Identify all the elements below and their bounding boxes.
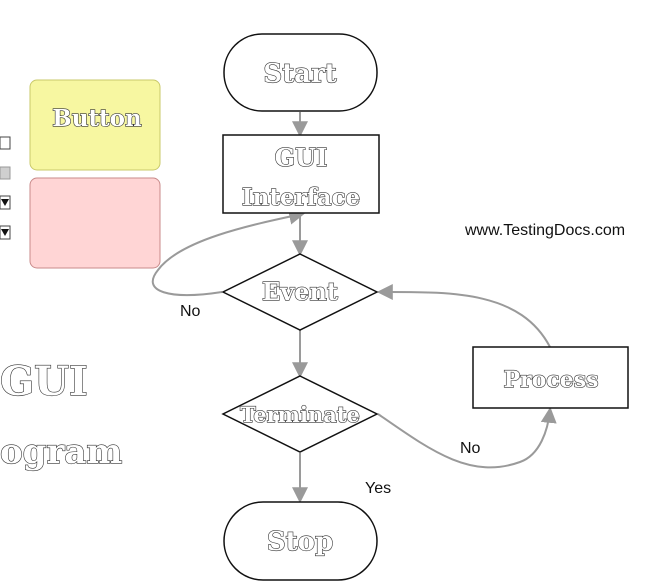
edge-label-no-terminate: No: [460, 440, 481, 457]
title-line-1: GUI: [0, 358, 88, 405]
process-node: Process: [472, 346, 629, 409]
dropdown-arrow-2[interactable]: [0, 225, 11, 240]
left-partial-controls: [0, 136, 11, 240]
gui-interface-node: GUI Interface: [222, 134, 380, 214]
gui-label-line-2: Interface: [242, 184, 360, 211]
stop-node: Stop: [223, 501, 378, 581]
edge-event-no-loop: [151, 208, 306, 297]
event-node: Event: [221, 253, 379, 331]
edge-process-to-event: [376, 283, 551, 348]
stop-label: Stop: [267, 527, 333, 557]
event-label: Event: [262, 277, 338, 306]
process-label: Process: [504, 367, 599, 393]
yellow-button-label: Button: [52, 105, 142, 132]
edge-terminate-no-process: [377, 406, 557, 469]
terminate-node: Terminate: [221, 375, 379, 453]
terminate-label: Terminate: [240, 402, 360, 427]
edge-label-no-event: No: [180, 303, 201, 320]
start-label: Start: [263, 59, 336, 89]
partial-checkbox-2[interactable]: [0, 166, 11, 180]
start-node: Start: [223, 33, 378, 112]
pink-box: [29, 177, 161, 269]
website-link[interactable]: www.TestingDocs.com: [464, 222, 625, 239]
title-line-2: ogram: [0, 432, 122, 472]
dropdown-arrow-1[interactable]: [0, 195, 11, 210]
edge-label-yes-terminate: Yes: [365, 480, 391, 497]
yellow-button[interactable]: Button: [29, 79, 161, 171]
gui-label-line-1: GUI: [275, 143, 328, 172]
partial-checkbox-1[interactable]: [0, 136, 11, 150]
